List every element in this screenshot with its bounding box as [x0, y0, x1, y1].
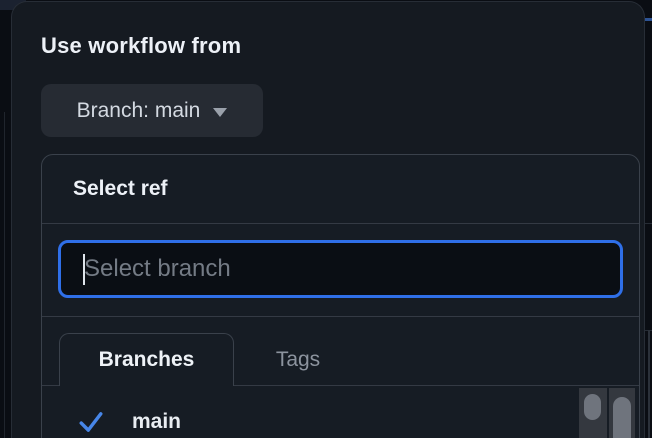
branch-search-input[interactable] — [58, 240, 623, 298]
text-cursor — [83, 254, 85, 285]
branch-list: main — [42, 386, 639, 438]
ref-tabs: Branches Tags — [42, 317, 639, 386]
dropdown-caret-icon — [213, 107, 228, 117]
check-icon — [79, 412, 103, 432]
page-background-blue-edge — [645, 18, 652, 21]
tab-branches[interactable]: Branches — [59, 333, 234, 386]
page-background-border-fragment — [4, 112, 5, 438]
page-background-divider-fragment — [645, 223, 652, 224]
branch-selector-label: Branch: main — [76, 98, 201, 122]
branch-selector-button[interactable]: Branch: main — [41, 84, 263, 137]
list-scrollbar-thumb[interactable] — [584, 394, 601, 420]
tab-tags[interactable]: Tags — [275, 347, 321, 371]
branch-option-label: main — [132, 410, 182, 433]
run-workflow-dialog: Use workflow from Branch: main Select re… — [12, 2, 644, 438]
ref-panel-title: Select ref — [42, 155, 639, 224]
list-scrollbar[interactable] — [579, 388, 607, 438]
panel-scrollbar[interactable] — [609, 388, 635, 438]
page-background-border-fragment — [648, 330, 650, 438]
branch-option-main[interactable]: main — [42, 396, 639, 438]
panel-scrollbar-thumb[interactable] — [613, 397, 631, 438]
ref-search-section — [42, 224, 639, 317]
ref-select-panel: Select ref Branches Tags main — [41, 154, 640, 438]
dialog-title: Use workflow from — [41, 33, 242, 58]
page-background-header-fragment — [0, 0, 26, 10]
